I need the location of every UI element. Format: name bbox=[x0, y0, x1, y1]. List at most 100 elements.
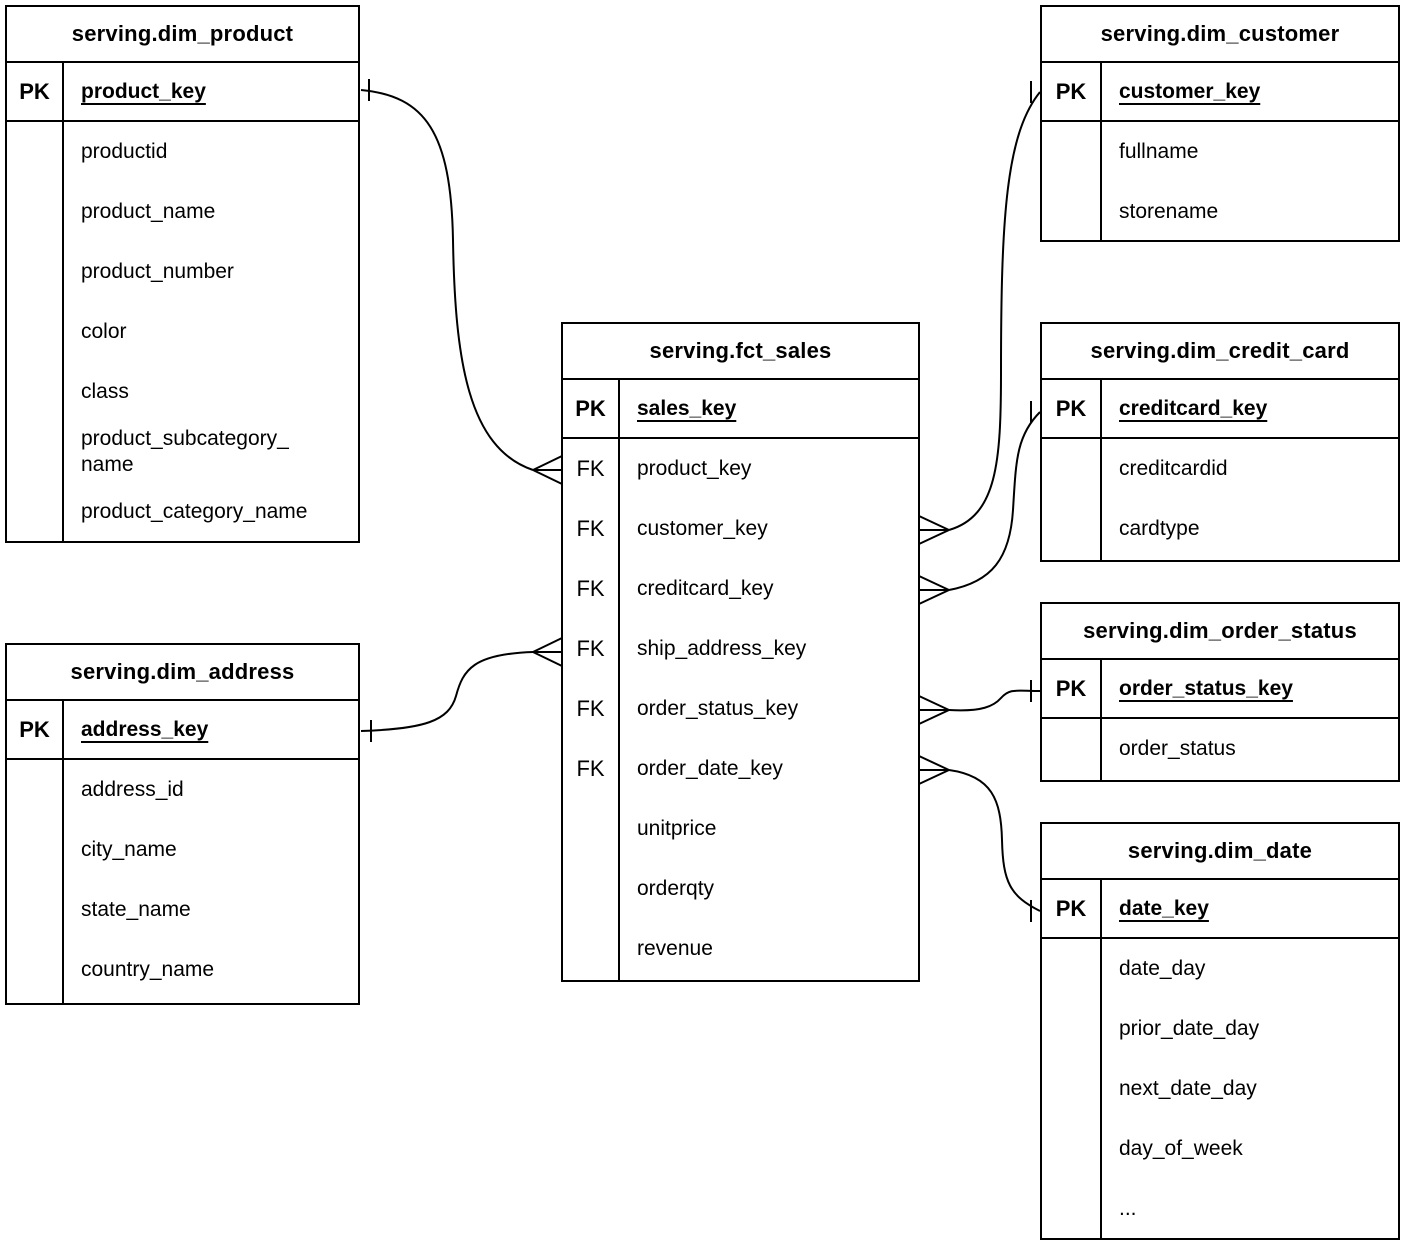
entity-body: productid product_name product_number co… bbox=[7, 122, 358, 541]
fk-label bbox=[563, 799, 618, 859]
field-row: orderqty bbox=[637, 877, 715, 900]
field-row: next_date_day bbox=[1119, 1077, 1257, 1100]
relationship-fct_sales-ship_address_key-to-dim_address bbox=[360, 637, 563, 742]
relationship-fct_sales-creditcard_key-to-dim_credit_card bbox=[918, 401, 1041, 605]
entity-dim_credit_card: serving.dim_credit_card PK creditcard_ke… bbox=[1040, 322, 1400, 562]
relationship-fct_sales-order_date_key-to-dim_date bbox=[918, 755, 1041, 922]
entity-dim_date: serving.dim_date PK date_key date_day pr… bbox=[1040, 822, 1400, 1240]
pk-field-name: date_key bbox=[1119, 896, 1209, 920]
pk-row: PK address_key bbox=[7, 701, 358, 760]
pk-row: PK order_status_key bbox=[1042, 660, 1398, 719]
field-row: cardtype bbox=[1119, 517, 1200, 540]
connector-line bbox=[948, 769, 1041, 912]
relationship-fct_sales-customer_key-to-dim_customer bbox=[918, 81, 1041, 545]
crow-foot-icon bbox=[918, 515, 950, 545]
connector-line bbox=[948, 689, 1041, 712]
pk-field-name: product_key bbox=[81, 79, 206, 103]
connector-line bbox=[360, 651, 534, 732]
entity-title: serving.dim_product bbox=[7, 7, 358, 63]
entity-title: serving.dim_address bbox=[7, 645, 358, 701]
entity-dim_address: serving.dim_address PK address_key addre… bbox=[5, 643, 360, 1005]
pk-label: PK bbox=[1042, 660, 1102, 717]
key-column bbox=[1042, 719, 1102, 780]
pk-field-name: order_status_key bbox=[1119, 676, 1293, 700]
field-row: product_number bbox=[81, 260, 234, 283]
field-column: fullname storename bbox=[1102, 122, 1398, 240]
pk-label: PK bbox=[1042, 880, 1102, 937]
field-row: order_status_key bbox=[637, 697, 799, 720]
field-column: creditcardid cardtype bbox=[1102, 439, 1398, 560]
pk-label: PK bbox=[563, 380, 620, 437]
entity-body: fullname storename bbox=[1042, 122, 1398, 240]
field-column: productid product_name product_number co… bbox=[64, 122, 358, 541]
entity-body: order_status bbox=[1042, 719, 1398, 780]
field-row: product_subcategory_ name bbox=[81, 427, 289, 476]
entity-dim_product: serving.dim_product PK product_key produ… bbox=[5, 5, 360, 543]
field-row: ... bbox=[1119, 1197, 1137, 1220]
field-row: fullname bbox=[1119, 140, 1199, 163]
pk-row: PK product_key bbox=[7, 63, 358, 122]
entity-body: creditcardid cardtype bbox=[1042, 439, 1398, 560]
entity-title: serving.fct_sales bbox=[563, 324, 918, 380]
key-column bbox=[1042, 939, 1102, 1238]
entity-title: serving.dim_date bbox=[1042, 824, 1398, 880]
entity-title: serving.dim_customer bbox=[1042, 7, 1398, 63]
field-row: product_name bbox=[81, 200, 216, 223]
connector-line bbox=[948, 411, 1041, 591]
pk-label: PK bbox=[7, 701, 64, 758]
pk-field-name: creditcard_key bbox=[1119, 396, 1268, 420]
fk-label: FK bbox=[576, 576, 605, 601]
key-column: FK FK FK FK FK FK bbox=[563, 439, 620, 980]
field-row: product_key bbox=[637, 457, 752, 480]
field-row: address_id bbox=[81, 778, 184, 801]
field-row: city_name bbox=[81, 838, 177, 861]
entity-body: FK FK FK FK FK FK product_key customer_k… bbox=[563, 439, 918, 980]
field-row: prior_date_day bbox=[1119, 1017, 1260, 1040]
relationship-fct_sales-order_status_key-to-dim_order_status bbox=[918, 680, 1041, 725]
pk-field-name: customer_key bbox=[1119, 79, 1261, 103]
fk-label: FK bbox=[576, 636, 605, 661]
key-column bbox=[7, 122, 64, 541]
field-column: product_key customer_key creditcard_key … bbox=[620, 439, 918, 980]
field-row: unitprice bbox=[637, 817, 717, 840]
fk-label: FK bbox=[576, 696, 605, 721]
entity-title: serving.dim_order_status bbox=[1042, 604, 1398, 660]
key-column bbox=[7, 760, 64, 1003]
entity-dim_order_status: serving.dim_order_status PK order_status… bbox=[1040, 602, 1400, 782]
field-row: creditcard_key bbox=[637, 577, 774, 600]
fk-label: FK bbox=[576, 756, 605, 781]
field-column: date_day prior_date_day next_date_day da… bbox=[1102, 939, 1398, 1238]
fk-label bbox=[563, 919, 618, 979]
entity-fct_sales: serving.fct_sales PK sales_key FK FK FK … bbox=[561, 322, 920, 982]
field-row: color bbox=[81, 320, 127, 343]
field-row: customer_key bbox=[637, 517, 768, 540]
crow-foot-icon bbox=[532, 455, 563, 485]
crow-foot-icon bbox=[918, 575, 950, 605]
crow-foot-icon bbox=[918, 755, 950, 785]
field-row: productid bbox=[81, 140, 168, 163]
crow-foot-icon bbox=[532, 637, 563, 667]
field-column: address_id city_name state_name country_… bbox=[64, 760, 358, 1003]
pk-field-name: sales_key bbox=[637, 396, 737, 420]
field-row: order_status bbox=[1119, 737, 1236, 760]
field-row: storename bbox=[1119, 200, 1219, 223]
field-row: state_name bbox=[81, 898, 191, 921]
key-column bbox=[1042, 439, 1102, 560]
field-row: creditcardid bbox=[1119, 457, 1228, 480]
field-row: product_category_name bbox=[81, 500, 308, 523]
field-row: country_name bbox=[81, 958, 215, 981]
pk-label: PK bbox=[1042, 380, 1102, 437]
entity-body: address_id city_name state_name country_… bbox=[7, 760, 358, 1003]
fk-label: FK bbox=[576, 456, 605, 481]
crow-foot-icon bbox=[918, 695, 950, 725]
entity-body: date_day prior_date_day next_date_day da… bbox=[1042, 939, 1398, 1238]
key-column bbox=[1042, 122, 1102, 240]
pk-row: PK customer_key bbox=[1042, 63, 1398, 122]
entity-dim_customer: serving.dim_customer PK customer_key ful… bbox=[1040, 5, 1400, 242]
relationship-fct_sales-product_key-to-dim_product bbox=[360, 79, 563, 485]
fk-label bbox=[563, 859, 618, 919]
pk-label: PK bbox=[7, 63, 64, 120]
field-column: order_status bbox=[1102, 719, 1398, 780]
fk-label: FK bbox=[576, 516, 605, 541]
